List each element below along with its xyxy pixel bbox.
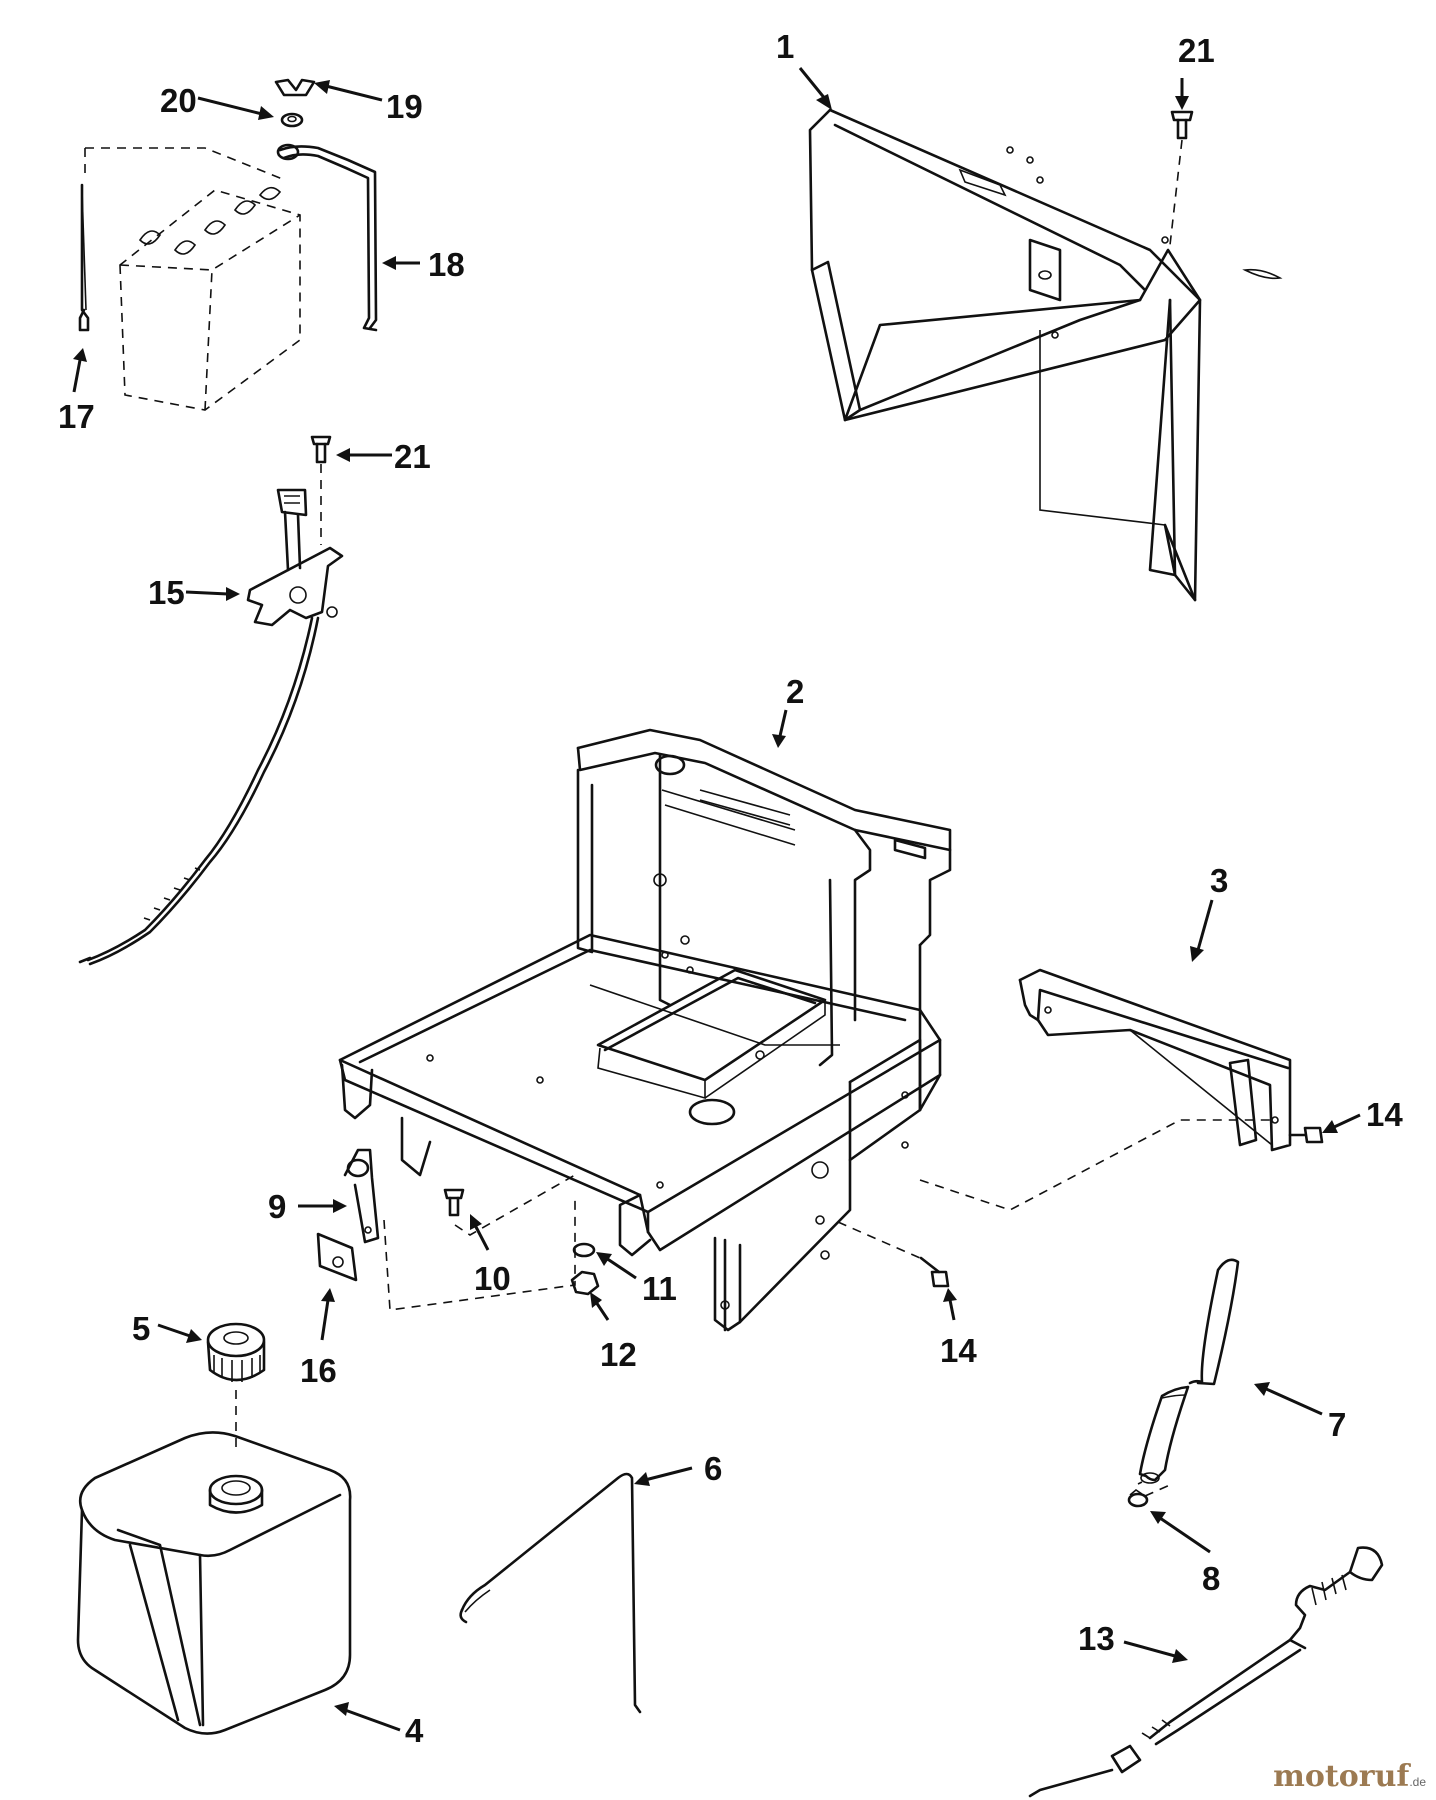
callout-12: 12 [600,1336,637,1373]
part-2-frame [338,728,952,1332]
callout-7: 7 [1328,1406,1346,1443]
callout-20: 20 [160,82,197,119]
callout-arrows [72,67,1361,1732]
callout-2: 2 [786,673,804,710]
callout-18: 18 [428,246,465,283]
part-9-clip [343,1148,380,1244]
part-6-rod [459,1472,642,1714]
part-20-washer [280,112,304,128]
callout-14-lower: 14 [940,1332,977,1369]
part-5-fuel-cap [206,1322,266,1450]
part-21-bolt-lower [310,435,332,545]
callout-21-upper: 21 [1178,32,1215,69]
part-14-bolt-right [1288,1126,1324,1144]
part-7-hose [1137,1258,1240,1485]
watermark-brand: motoruf [1273,1759,1410,1794]
callout-8: 8 [1202,1560,1220,1597]
callout-21-lower: 21 [394,438,431,475]
part-4-fuel-tank [76,1431,352,1735]
part-8-hose-clamp [1127,1483,1173,1508]
part-11-washer [572,1242,596,1258]
callout-6: 6 [704,1450,722,1487]
callout-10: 10 [474,1260,511,1297]
part-17-hold-down-rod [78,183,90,332]
watermark-suffix: .de [1409,1775,1426,1789]
hidden-line-frame-to-bracket [919,1119,1275,1211]
callout-1: 1 [776,28,794,65]
callout-14-right: 14 [1366,1096,1403,1133]
callout-labels: 1 2 3 4 5 6 7 8 9 10 11 12 13 14 14 15 1… [58,28,1403,1749]
callout-15: 15 [148,574,185,611]
callout-3: 3 [1210,862,1228,899]
part-14-bolt-lower [837,1221,950,1288]
callout-4: 4 [405,1712,424,1749]
part-15-pedal-lever [78,488,344,966]
part-3-side-bracket [1018,968,1292,1152]
part-21-bolt-upper [1169,110,1194,246]
part-13-choke-cable [1028,1546,1384,1798]
part-16-bracket [316,1232,358,1282]
part-12-nut [570,1270,600,1296]
part-10-bolt [443,1174,576,1236]
part-18-hold-down-bracket [276,143,378,332]
callout-5: 5 [132,1310,150,1347]
callout-17: 17 [58,398,95,435]
watermark-logo: motoruf.de [1273,1759,1426,1794]
callout-13: 13 [1078,1620,1115,1657]
part-19-wing-nut [274,78,316,97]
callout-9: 9 [268,1188,286,1225]
hidden-line-clip [383,1195,576,1311]
battery-assembly [84,147,301,411]
callout-11: 11 [642,1270,677,1307]
part-1-dash-panel [808,108,1283,602]
callout-19: 19 [386,88,423,125]
callout-16: 16 [300,1352,337,1389]
